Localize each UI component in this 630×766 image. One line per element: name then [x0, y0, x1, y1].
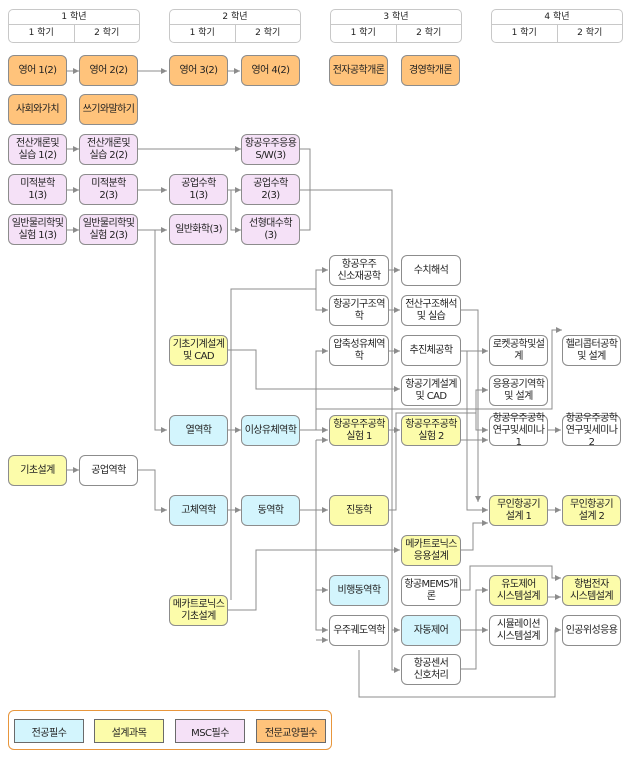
semester-label: 2 학기 [94, 28, 120, 38]
year-header-3: 3 학년 1 학기 2 학기 [330, 9, 462, 43]
course-aircraft-design-cad[interactable]: 항공기계설계 및 CAD [401, 375, 461, 406]
year-header-4: 4 학년 1 학기 2 학기 [491, 9, 623, 43]
legend-major-required: 전공필수 [14, 719, 84, 743]
course-uav-design-1[interactable]: 무인항공기 설계 1 [489, 495, 548, 526]
course-english-2[interactable]: 영어 2(2) [79, 55, 138, 86]
course-ideal-fluid[interactable]: 이상유체역학 [241, 415, 300, 446]
course-eng-math-1[interactable]: 공업수학 1(3) [169, 174, 228, 205]
course-automatic-control[interactable]: 자동제어 [401, 615, 461, 646]
course-calculus-1[interactable]: 미적분학 1(3) [8, 174, 67, 205]
connector [461, 520, 488, 551]
course-electronics-intro[interactable]: 전자공학개론 [329, 55, 388, 86]
course-flight-dynamics[interactable]: 비행동역학 [329, 575, 389, 606]
course-computational-structures[interactable]: 전산구조해석 및 실습 [401, 295, 461, 326]
semester-label: 1 학기 [331, 25, 397, 42]
connector [228, 547, 400, 611]
year-label: 3 학년 [331, 10, 461, 25]
connector [461, 587, 488, 670]
course-uav-design-2[interactable]: 무인항공기 설계 2 [562, 495, 621, 526]
course-physics-2[interactable]: 일반물리학및 실험 2(3) [79, 214, 138, 245]
course-physics-1[interactable]: 일반물리학및 실험 1(3) [8, 214, 67, 245]
course-thermodynamics[interactable]: 열역학 [169, 415, 228, 446]
connector [391, 660, 400, 673]
connector [300, 189, 393, 660]
connector [315, 440, 328, 633]
legend-design-course: 설계과목 [94, 719, 164, 743]
course-seminar-2[interactable]: 항공우주공학 연구및세미나2 [562, 413, 621, 448]
semester-label: 2 학기 [255, 28, 281, 38]
connector [300, 348, 328, 431]
course-vibration[interactable]: 진동학 [329, 495, 389, 526]
course-helicopter-design[interactable]: 헬리콥터공학 및 설계 [562, 335, 621, 366]
course-propulsion[interactable]: 추진체공학 [401, 335, 461, 366]
course-aircraft-structures[interactable]: 항공기구조역학 [329, 295, 389, 326]
year-header-1: 1 학년 1 학기 2 학기 [8, 9, 140, 43]
course-avionics-design[interactable]: 항법전자 시스템설계 [562, 575, 621, 606]
connector [315, 289, 328, 313]
course-chemistry[interactable]: 일반화학(3) [169, 214, 228, 245]
connector [138, 469, 167, 513]
connector [154, 230, 167, 433]
course-aerospace-lab-2[interactable]: 항공우주공학 실험 2 [401, 415, 461, 446]
course-aero-mems[interactable]: 항공MEMS개론 [401, 575, 461, 606]
connector [475, 387, 488, 423]
course-basic-design[interactable]: 기초설계 [8, 455, 67, 486]
connector [466, 351, 488, 513]
course-eng-math-2[interactable]: 공업수학 2(3) [241, 174, 300, 205]
connector [358, 627, 561, 698]
year-label: 4 학년 [492, 10, 622, 25]
course-aerospace-sw[interactable]: 항공우주응용 S/W(3) [241, 134, 300, 165]
course-dynamics[interactable]: 동역학 [241, 495, 300, 526]
course-calculus-2[interactable]: 미적분학 2(3) [79, 174, 138, 205]
semester-label: 1 학기 [170, 25, 236, 42]
course-linear-algebra[interactable]: 선형대수학(3) [241, 214, 300, 245]
course-computing-2[interactable]: 전산개론및 실습 2(2) [79, 134, 138, 165]
course-engineering-mechanics[interactable]: 공업역학 [79, 455, 138, 486]
semester-label: 1 학기 [9, 25, 75, 42]
course-aerospace-lab-1[interactable]: 항공우주공학 실험 1 [329, 415, 389, 446]
semester-label: 2 학기 [577, 28, 603, 38]
course-applied-aero[interactable]: 응용공기역학 및 설계 [489, 375, 548, 406]
course-compressible-flow[interactable]: 압축성유체역학 [329, 335, 389, 366]
course-english-1[interactable]: 영어 1(2) [8, 55, 67, 86]
legend: 전공필수 설계과목 MSC필수 전문교양필수 [8, 710, 332, 750]
connector [316, 327, 562, 410]
course-mechatronics-basic[interactable]: 메카트로닉스 기초설계 [169, 595, 228, 626]
connector [475, 413, 488, 433]
semester-label: 1 학기 [492, 25, 558, 42]
legend-msc-required: MSC필수 [175, 719, 245, 743]
year-header-2: 2 학년 1 학기 2 학기 [169, 9, 301, 43]
course-numerical-analysis[interactable]: 수치해석 [401, 255, 461, 286]
course-aero-sensor-signal[interactable]: 항공센서 신호처리 [401, 654, 461, 685]
course-seminar-1[interactable]: 항공우주공학 연구및세미나1 [489, 413, 548, 448]
connector [461, 565, 561, 591]
course-writing-speaking[interactable]: 쓰기와말하기 [79, 94, 138, 125]
connector [389, 412, 476, 511]
course-rocket-design[interactable]: 로켓공학및설계 [489, 335, 548, 366]
course-english-4[interactable]: 영어 4(2) [241, 55, 300, 86]
course-business-intro[interactable]: 경영학개론 [401, 55, 460, 86]
course-english-3[interactable]: 영어 3(2) [169, 55, 228, 86]
course-simulation-design[interactable]: 시뮬레이션 시스템설계 [489, 615, 548, 646]
course-satellite-applications[interactable]: 인공위성응용 [562, 615, 621, 646]
course-solid-mechanics[interactable]: 고체역학 [169, 495, 228, 526]
course-new-materials[interactable]: 항공우주 신소재공학 [329, 255, 389, 286]
course-guidance-control-design[interactable]: 유도제어 시스템설계 [489, 575, 548, 606]
connector [228, 349, 400, 392]
course-orbital-mechanics[interactable]: 우주궤도역학 [329, 615, 389, 646]
course-computing-1[interactable]: 전산개론및 실습 1(2) [8, 134, 67, 165]
connector [230, 190, 241, 233]
course-society-values[interactable]: 사회와가치 [8, 94, 67, 125]
year-label: 1 학년 [9, 10, 139, 25]
legend-liberal-arts-required: 전문교양필수 [256, 719, 326, 743]
semester-label: 2 학기 [416, 28, 442, 38]
course-mechatronics-applied[interactable]: 메카트로닉스 응용설계 [401, 535, 461, 566]
year-label: 2 학년 [170, 10, 300, 25]
connector [461, 309, 481, 502]
course-basic-machine-design[interactable]: 기초기계설계 및 CAD [169, 335, 228, 366]
